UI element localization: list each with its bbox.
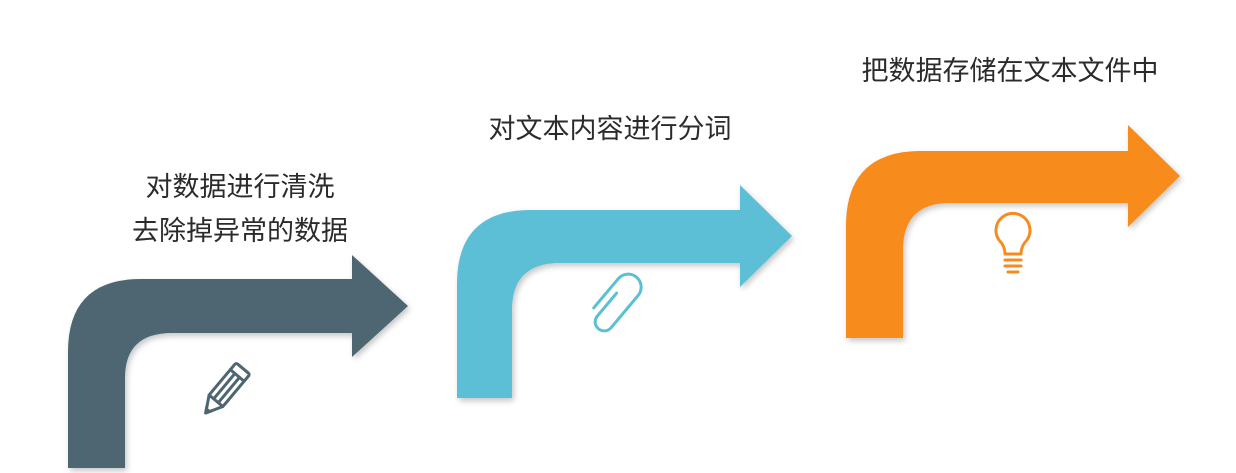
step-3-arrow — [846, 125, 1180, 338]
step-2-arrow-body — [457, 185, 792, 398]
step-3-label: 把数据存储在文本文件中 — [815, 50, 1205, 94]
step-1-arrow — [68, 255, 408, 468]
lightbulb-icon — [994, 211, 1032, 274]
paperclip-icon — [592, 272, 643, 333]
step-3-arrow-body — [846, 125, 1180, 338]
step-3-label-line-1: 把数据存储在文本文件中 — [861, 56, 1159, 87]
pencil-icon — [204, 362, 251, 415]
step-1-label: 对数据进行清洗 去除掉异常的数据 — [70, 166, 410, 254]
step-2-label: 对文本内容进行分词 — [425, 108, 795, 152]
step-1-label-line-2: 去除掉异常的数据 — [132, 216, 348, 247]
step-2-label-line-1: 对文本内容进行分词 — [488, 114, 732, 145]
step-1-label-line-1: 对数据进行清洗 — [145, 172, 335, 203]
step-1-arrow-body — [68, 255, 408, 468]
step-2-arrow — [457, 185, 792, 398]
